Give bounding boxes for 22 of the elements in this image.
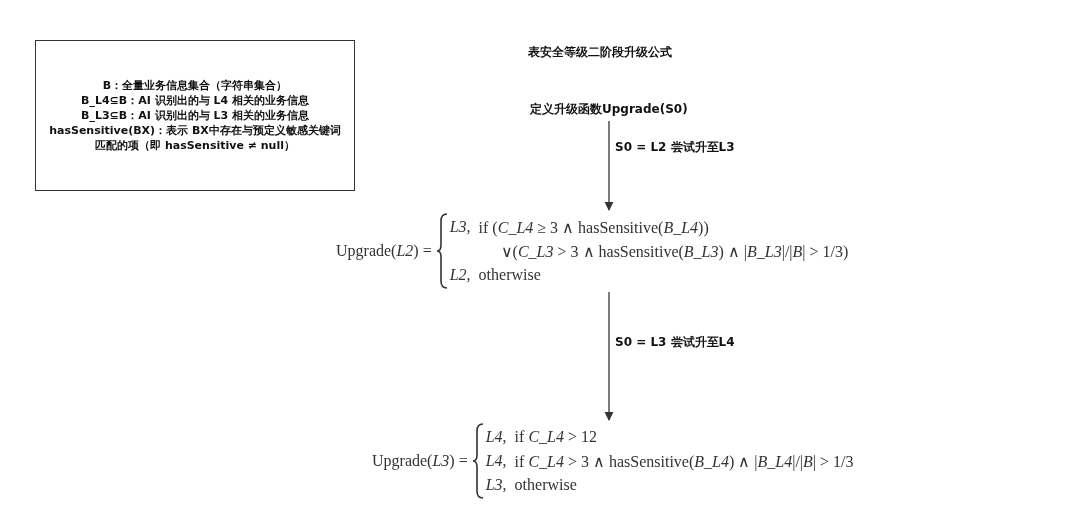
diagram-title: 表安全等级二阶段升级公式 bbox=[528, 44, 672, 61]
formula-text: if C_L4 > 3 ∧ hasSensitive(B_L4) ∧ |B_L4|/|B| > 1/3 bbox=[514, 452, 854, 470]
formula-text: otherwise bbox=[478, 266, 541, 283]
formula-text: if C_L4 > 12 bbox=[514, 428, 597, 445]
definition-text: B：全量业务信息集合（字符串集合） bbox=[102, 78, 288, 93]
arrow bbox=[604, 291, 614, 421]
definition-text: B_L3⊆B：AI 识别出的与 L3 相关的业务信息 bbox=[81, 108, 309, 123]
formula-text: Upgrade(L2) = bbox=[336, 242, 432, 260]
function-heading: 定义升级函数Upgrade(S0) bbox=[530, 101, 688, 118]
definition-box bbox=[35, 40, 355, 191]
formula-text: Upgrade(L3) = bbox=[372, 452, 468, 470]
arrow bbox=[604, 120, 614, 211]
formula-text: L3, bbox=[449, 218, 471, 235]
formula-text: ∨(C_L3 > 3 ∧ hasSensitive(B_L3) ∧ |B_L3|/|B| > 1/3) bbox=[500, 242, 849, 260]
definition-text: B_L4⊆B：AI 识别出的与 L4 相关的业务信息 bbox=[81, 93, 309, 108]
formula-text: otherwise bbox=[514, 476, 577, 493]
formula-text: L2, bbox=[449, 266, 471, 283]
definition-text: hasSensitive(BX)：表示 BX中存在与预定义敏感关键词匹配的项（即 hasSensitive ≠ null） bbox=[48, 123, 342, 153]
formula-text: L4, bbox=[485, 452, 507, 469]
formula-text: L3, bbox=[485, 476, 507, 493]
formula-text: L4, bbox=[485, 428, 507, 445]
formula-text: if (C_L4 ≥ 3 ∧ hasSensitive(B_L4)) bbox=[478, 218, 709, 236]
